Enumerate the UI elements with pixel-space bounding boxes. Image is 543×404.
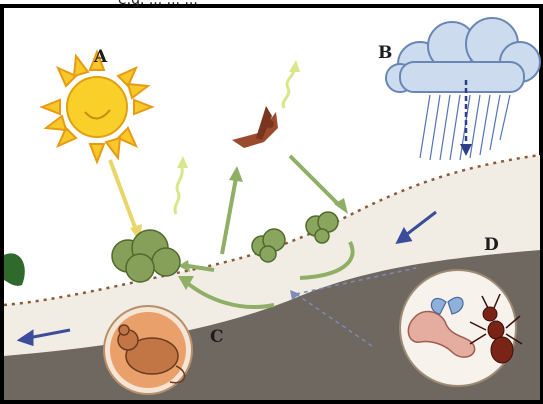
burrow-circle-c [104, 306, 192, 394]
label-c: C [210, 327, 224, 347]
top-caption-fragment: e.g. ... ... ... [118, 0, 198, 8]
top-caption-strip: e.g. ... ... ... [0, 0, 543, 22]
label-d: D [484, 235, 499, 255]
label-a: A [93, 47, 108, 67]
label-b: B [378, 43, 392, 63]
sun-icon [42, 52, 152, 162]
